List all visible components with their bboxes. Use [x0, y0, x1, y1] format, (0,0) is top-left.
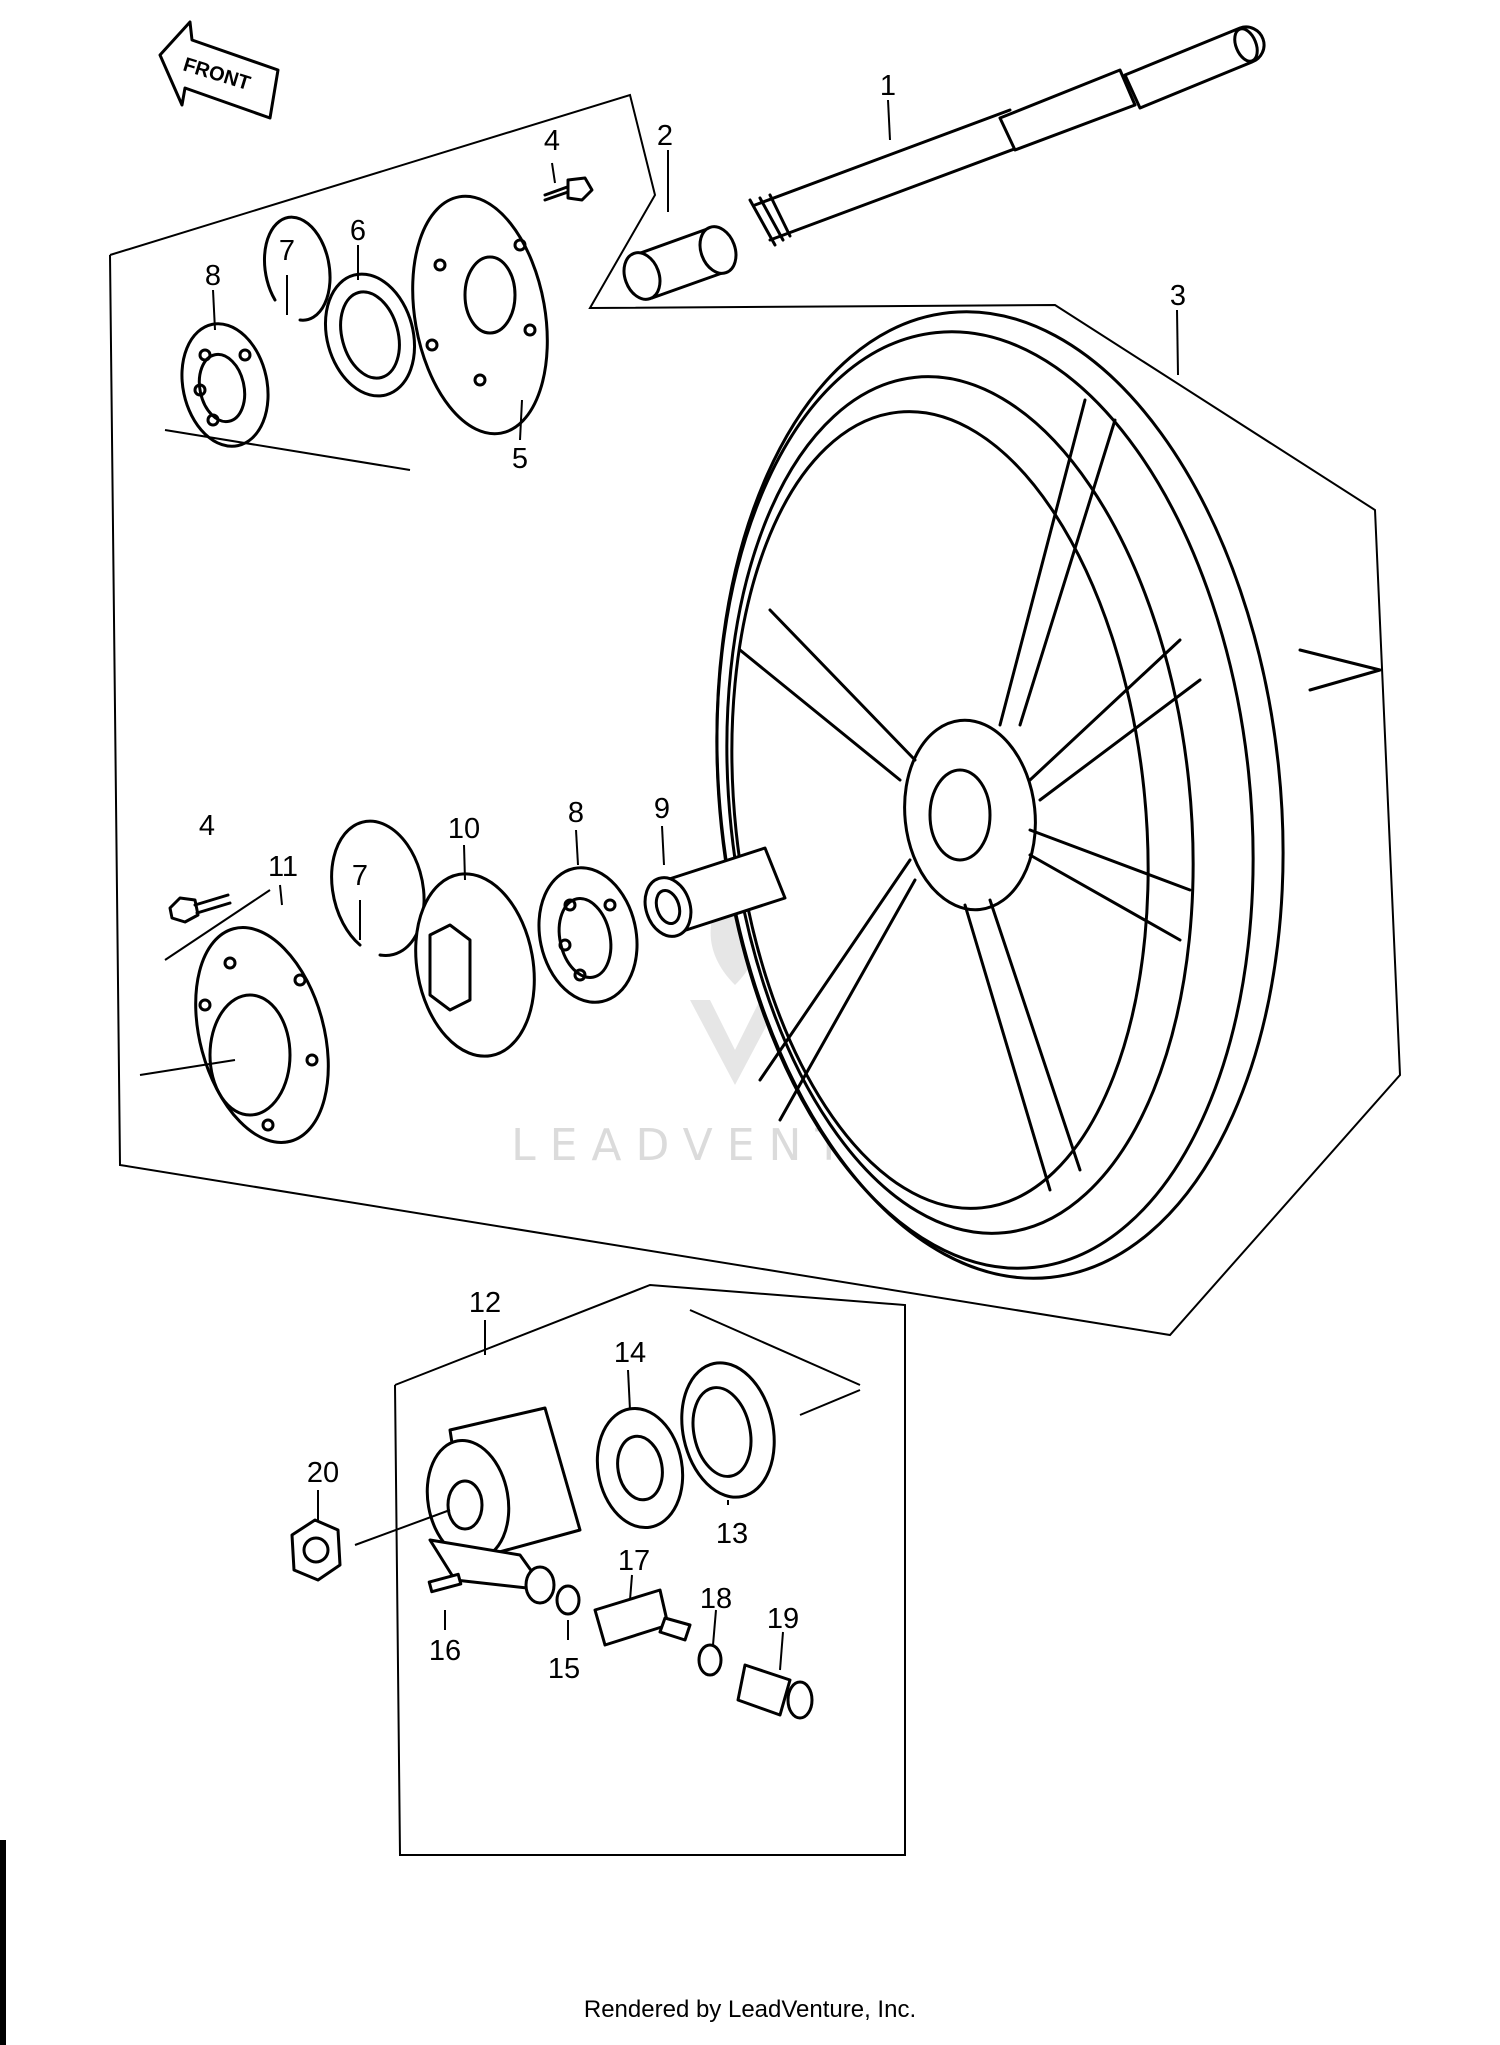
- bushing-part-19: [736, 1663, 814, 1720]
- bearing-part-8-upper: [180, 322, 270, 448]
- callout-7-lower: 7: [352, 860, 368, 892]
- callout-9: 9: [654, 793, 670, 825]
- bolt-part-4-upper: [543, 176, 594, 202]
- callout-14: 14: [614, 1337, 646, 1369]
- callout-1: 1: [880, 70, 896, 102]
- wheel-assembly-outline: [109, 93, 1402, 1337]
- callout-5: 5: [512, 443, 528, 475]
- spacer-part-2: [622, 225, 738, 301]
- callout-13: 13: [716, 1518, 748, 1550]
- callout-19: 19: [767, 1603, 799, 1635]
- callout-10: 10: [448, 813, 480, 845]
- circlip-part-7-lower: [330, 819, 426, 957]
- part-callouts: 1 2 3 4 5 6 7 8 4 11 7 10 8 9 12 14 20 1…: [199, 70, 1186, 1685]
- callout-2: 2: [657, 120, 673, 152]
- bolt-part-4-lower: [168, 893, 232, 924]
- callout-11: 11: [268, 851, 298, 883]
- retainer-part-10: [414, 872, 536, 1058]
- callout-8-lower: 8: [568, 797, 584, 829]
- gear-housing-outline: [394, 1283, 906, 1856]
- callout-8-upper: 8: [205, 260, 221, 292]
- callout-18: 18: [700, 1583, 732, 1615]
- cast-wheel-part-3: [715, 310, 1382, 1280]
- flange-part-11: [194, 926, 330, 1144]
- oil-seal-part-6: [323, 272, 417, 398]
- washer-part-15: [555, 1584, 581, 1616]
- callout-6: 6: [350, 215, 366, 247]
- pinion-part-17: [593, 1588, 692, 1647]
- left-edge-mark: [0, 1840, 6, 2045]
- callout-4-lower: 4: [199, 810, 215, 842]
- bearing-part-8-lower: [537, 866, 639, 1004]
- circlip-part-7-upper: [262, 215, 332, 322]
- drive-gear-part-14: [595, 1406, 685, 1530]
- axle-nut-part-20: [290, 1518, 342, 1582]
- front-direction-arrow: FRONT: [158, 20, 280, 120]
- callout-7-upper: 7: [279, 235, 295, 267]
- watermark-v-icon: [690, 1000, 780, 1085]
- callout-12: 12: [469, 1287, 501, 1319]
- pin-part-16: [427, 1572, 463, 1594]
- callout-20: 20: [307, 1457, 339, 1489]
- callout-15: 15: [548, 1653, 580, 1685]
- gear-housing-part-12: [425, 1406, 582, 1605]
- callout-17: 17: [618, 1545, 650, 1577]
- callout-3: 3: [1170, 280, 1186, 312]
- oil-seal-part-13: [680, 1361, 776, 1499]
- callout-16: 16: [429, 1635, 461, 1667]
- washer-part-18: [697, 1643, 723, 1677]
- callout-4-upper: 4: [544, 125, 560, 157]
- leader-lines: [139, 99, 1179, 1671]
- disc-flange-part-5: [411, 194, 549, 436]
- spacer-part-9: [643, 846, 787, 938]
- footer-credit: Rendered by LeadVenture, Inc.: [583, 1996, 917, 2023]
- axle-part-1: [748, 25, 1266, 247]
